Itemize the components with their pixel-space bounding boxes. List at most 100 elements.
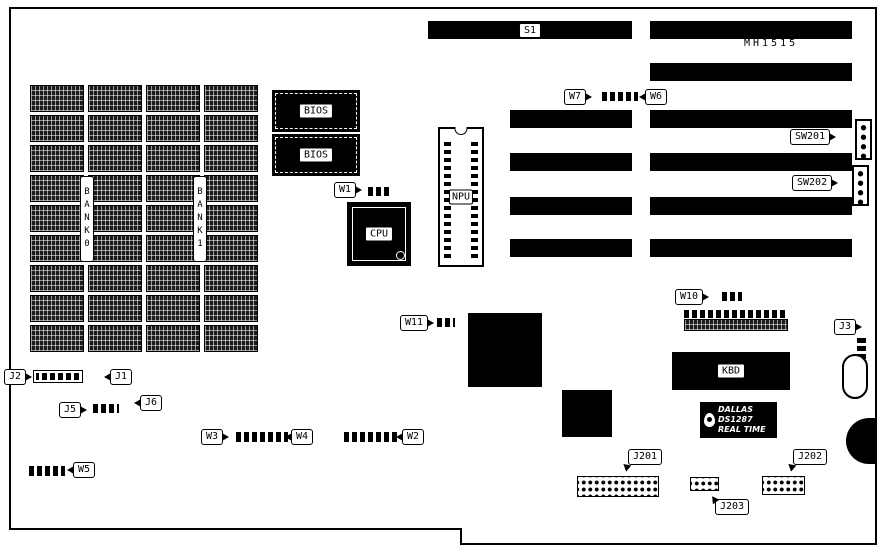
- memory-chip: [204, 325, 258, 352]
- s1-label: S1: [518, 23, 542, 38]
- memory-bank-grid: [30, 85, 258, 352]
- dallas-logo-icon: [704, 413, 715, 427]
- memory-chip: [30, 265, 84, 292]
- cpu-chip: CPU: [347, 202, 411, 266]
- bios-chip-1: BIOS: [272, 90, 360, 132]
- memory-chip: [146, 115, 200, 142]
- memory-chip: [88, 295, 142, 322]
- cpu-pin1-marker: [396, 251, 405, 260]
- cpu-inner-outline: [352, 207, 406, 261]
- memory-chip: [30, 325, 84, 352]
- w1-jumper: [368, 187, 392, 196]
- keyboard-din-connector: [846, 418, 876, 464]
- j202-label: J202: [793, 449, 828, 465]
- w1-label: W1: [334, 182, 363, 198]
- memory-chip: [88, 145, 142, 172]
- j201-pin-header: [577, 476, 659, 497]
- kbd-label: KBD: [716, 363, 746, 379]
- expansion-slot: [650, 239, 852, 257]
- expansion-slot: [650, 63, 852, 81]
- memory-chip: [30, 115, 84, 142]
- memory-chip: [146, 295, 200, 322]
- w3-label: W3: [201, 429, 230, 445]
- j5-label: J5: [59, 402, 88, 418]
- expansion-slot: [510, 153, 632, 171]
- memory-chip: [146, 175, 200, 202]
- keyboard-controller-chip: KBD: [672, 352, 790, 390]
- bios-chip-2-outline: [275, 137, 357, 173]
- w4-label: W4: [284, 429, 314, 445]
- bios-chip-2: BIOS: [272, 134, 360, 176]
- bank1-label: BANK1: [193, 176, 207, 262]
- expansion-slot: [650, 153, 852, 171]
- memory-chip: [88, 115, 142, 142]
- sw202-dip-switch: [852, 165, 869, 206]
- memory-chip: [146, 205, 200, 232]
- w2-label: W2: [395, 429, 425, 445]
- expansion-slot: [510, 239, 632, 257]
- expansion-slot: [650, 21, 852, 39]
- memory-chip: [204, 115, 258, 142]
- memory-chip: [30, 235, 84, 262]
- w10-label: W10: [675, 289, 710, 305]
- memory-chip: [146, 235, 200, 262]
- memory-chip: [146, 85, 200, 112]
- memory-chip: [204, 145, 258, 172]
- board-part-number: MH1515: [744, 38, 799, 49]
- w11-jumper: [437, 318, 455, 327]
- resistor-pack-body: [684, 319, 788, 331]
- npu-socket: NPU: [438, 127, 484, 267]
- w3-w4-jumper: [236, 432, 288, 442]
- j202-pin-header: [762, 476, 805, 495]
- memory-chip: [88, 175, 142, 202]
- npu-pins-right: [471, 138, 478, 258]
- memory-chip: [204, 85, 258, 112]
- expansion-slot: [650, 110, 852, 128]
- memory-chip: [88, 85, 142, 112]
- j201-label: J201: [628, 449, 663, 465]
- rtc-part: DS1287: [718, 415, 753, 424]
- j6-label: J6: [133, 395, 163, 411]
- npu-pins-left: [444, 138, 451, 258]
- rtc-brand: DALLAS: [718, 405, 753, 414]
- bank0-label: BANK0: [80, 176, 94, 262]
- npu-notch: [454, 127, 468, 135]
- memory-chip: [30, 205, 84, 232]
- j5-j6-jumper: [93, 404, 119, 413]
- memory-chip: [204, 235, 258, 262]
- memory-chip: [204, 265, 258, 292]
- j2-label: J2: [4, 369, 33, 385]
- j1-label: J1: [103, 369, 133, 385]
- rtc-type: REAL TIME: [718, 425, 766, 434]
- memory-chip: [88, 235, 142, 262]
- chipset-chip-large: [468, 313, 542, 387]
- w6-label: W6: [638, 89, 668, 105]
- bios-2-label: BIOS: [298, 147, 334, 163]
- bios-1-label: BIOS: [298, 103, 334, 119]
- memory-chip: [204, 205, 258, 232]
- memory-chip: [204, 175, 258, 202]
- rtc-chip: DALLAS DS1287 REAL TIME: [700, 402, 777, 438]
- w5-label: W5: [66, 462, 96, 478]
- j3-jumper: [857, 337, 866, 359]
- crystal-oscillator: [842, 354, 868, 399]
- j2-j1-header: [33, 370, 83, 383]
- j203-label: J203: [715, 499, 750, 515]
- resistor-pack-pins: [684, 310, 788, 318]
- expansion-slot: [650, 197, 852, 215]
- w10-jumper: [722, 292, 742, 301]
- w11-label: W11: [400, 315, 435, 331]
- j3-label: J3: [834, 319, 863, 335]
- memory-chip: [146, 265, 200, 292]
- sw201-dip-switch: [855, 119, 872, 160]
- expansion-slot-s1: S1: [428, 21, 632, 39]
- memory-chip: [30, 145, 84, 172]
- w7-w6-jumper: [602, 92, 638, 101]
- expansion-slot: [510, 110, 632, 128]
- memory-chip: [204, 295, 258, 322]
- memory-chip: [146, 325, 200, 352]
- chipset-chip-small: [562, 390, 612, 437]
- memory-chip: [146, 145, 200, 172]
